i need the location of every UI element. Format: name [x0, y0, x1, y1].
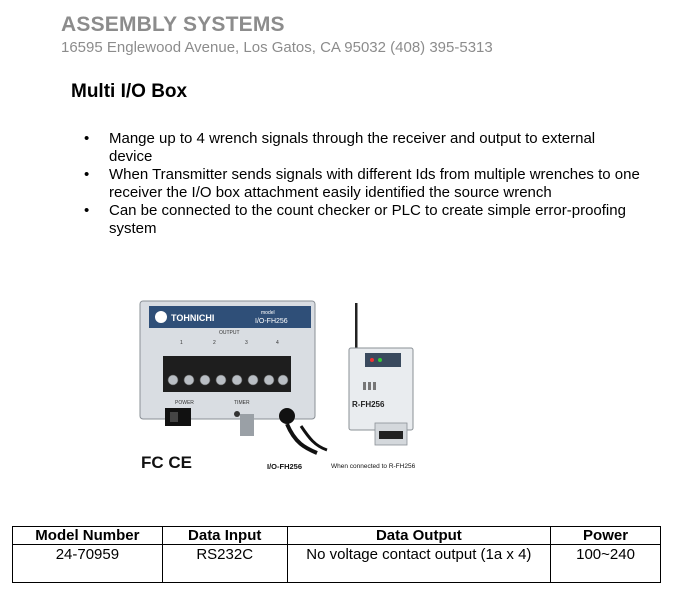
- io-box-illustration: TOHNICHI model I/O-FH256 OUTPUT 1 2 3 4 …: [139, 300, 328, 455]
- column-header: Power: [550, 526, 661, 545]
- table-row: 24-70959 RS232C No voltage contact outpu…: [12, 544, 661, 583]
- svg-text:4: 4: [276, 340, 279, 346]
- certification-marks: FC CE: [141, 453, 192, 472]
- svg-text:I/O-FH256: I/O-FH256: [255, 318, 288, 325]
- table-cell-input: RS232C: [161, 544, 288, 583]
- table-cell-power: 100~240: [550, 544, 661, 583]
- photo-caption-left: I/O-FH256: [267, 462, 302, 471]
- company-name: ASSEMBLY SYSTEMS: [61, 13, 285, 36]
- product-photo: TOHNICHI model I/O-FH256 OUTPUT 1 2 3 4 …: [139, 300, 416, 472]
- table-header-row: Model Number Data Input Data Output Powe…: [12, 526, 661, 545]
- feature-item: When Transmitter sends signals with diff…: [82, 166, 642, 202]
- svg-text:3: 3: [245, 340, 248, 346]
- svg-text:TIMER: TIMER: [234, 400, 250, 406]
- spec-table: Model Number Data Input Data Output Powe…: [12, 526, 661, 583]
- receiver-illustration: R-FH256: [348, 303, 414, 446]
- feature-list: Mange up to 4 wrench signals through the…: [82, 130, 642, 238]
- column-header: Model Number: [12, 526, 163, 545]
- svg-text:OUTPUT: OUTPUT: [219, 330, 240, 336]
- product-title: Multi I/O Box: [71, 81, 188, 102]
- company-address: 16595 Englewood Avenue, Los Gatos, CA 95…: [61, 39, 493, 56]
- table-cell-model: 24-70959: [12, 544, 163, 583]
- svg-text:R-FH256: R-FH256: [352, 400, 385, 409]
- feature-item: Can be connected to the count checker or…: [82, 202, 642, 238]
- svg-text:model: model: [261, 310, 275, 316]
- photo-caption-right: When connected to R-FH256: [331, 463, 416, 470]
- column-header: Data Input: [161, 526, 288, 545]
- brand-logo-text: TOHNICHI: [171, 313, 214, 323]
- svg-text:2: 2: [213, 340, 216, 346]
- column-header: Data Output: [286, 526, 552, 545]
- svg-text:POWER: POWER: [175, 400, 194, 406]
- table-cell-output: No voltage contact output (1a x 4): [286, 544, 552, 583]
- feature-item: Mange up to 4 wrench signals through the…: [82, 130, 642, 166]
- svg-text:1: 1: [180, 340, 183, 346]
